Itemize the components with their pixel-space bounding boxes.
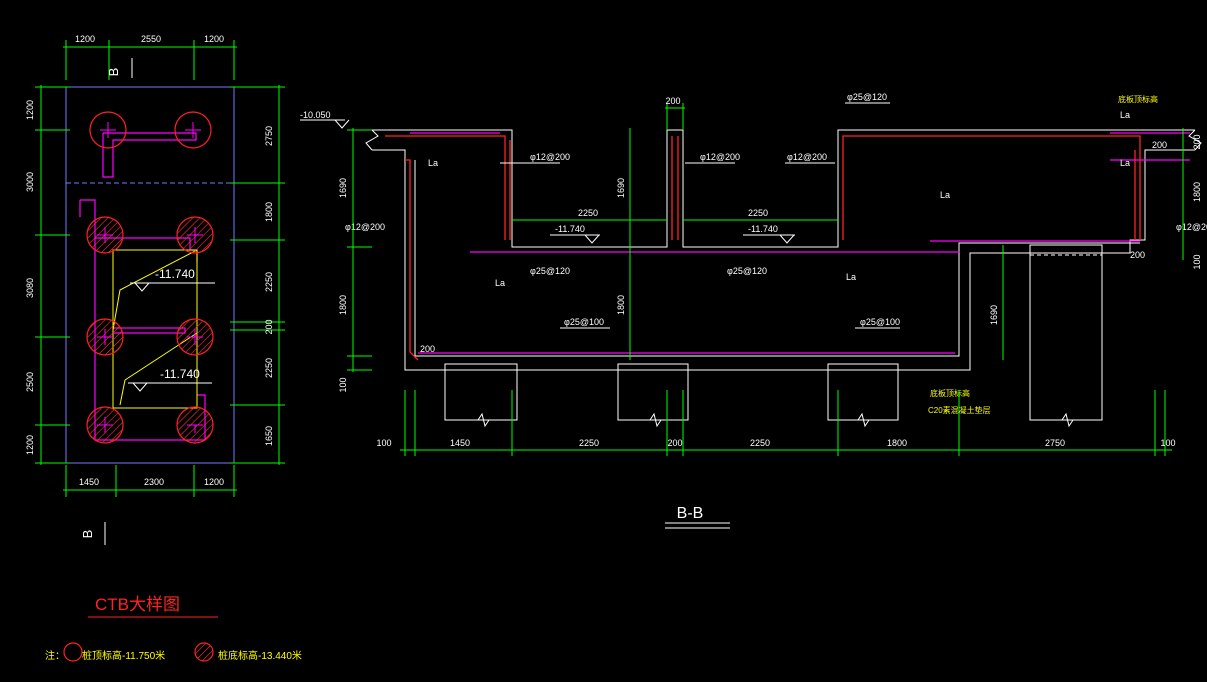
pile-top-icon	[63, 642, 83, 662]
plan-right-dim-1: 2750	[264, 126, 274, 146]
section-bottom-dim-4: 200	[667, 438, 682, 448]
section-dim-200-r2: 200	[1152, 140, 1167, 150]
section-bottom-dim-5: 2250	[750, 438, 770, 448]
plan-left-dim-4: 2500	[25, 372, 35, 392]
rebar-label-top: φ25@120	[847, 92, 887, 102]
la-label-1: La	[428, 158, 438, 168]
section-bottom-dim-6: 1800	[887, 438, 907, 448]
section-rebar-red	[385, 135, 1141, 361]
plan-elev-2: -11.740	[160, 367, 200, 381]
plan-top-dim-3: 1200	[204, 34, 224, 44]
section-top-elev: -10.050	[300, 110, 331, 120]
plan-bottom-dimension	[63, 465, 237, 497]
plan-right-dim-6: 1650	[264, 426, 274, 446]
rebar-label-5: φ25@120	[727, 266, 767, 276]
section-dim-200-top: 200	[665, 96, 680, 106]
plan-top-dim-2: 2550	[141, 34, 161, 44]
plan-bottom-dim-1: 1450	[79, 477, 99, 487]
section-elev-2: -11.740	[748, 224, 778, 234]
section-inner-dims	[512, 103, 838, 221]
section-right-vdim-1: 1690	[989, 305, 999, 325]
section-title: B-B	[677, 505, 704, 522]
note-top-right: 底板顶标高	[1118, 94, 1158, 104]
plan-bottom-dim-2: 2300	[144, 477, 164, 487]
section-mark-top: B	[106, 68, 121, 77]
legend-note-prefix: 注：	[45, 649, 65, 662]
section-inner-dim-b: 2250	[748, 208, 768, 218]
rebar-label-left: φ12@200	[345, 222, 385, 232]
plan-left-dim-5: 1200	[25, 435, 35, 455]
rebar-label-1: φ12@200	[530, 152, 570, 162]
la-label-2: La	[495, 278, 505, 288]
section-rebar-magenta	[410, 132, 1190, 354]
plan-right-dimension	[230, 85, 285, 465]
section-mid-vdim-1: 1690	[616, 178, 626, 198]
rebar-label-6: φ25@100	[564, 317, 604, 327]
section-bottom-dim-3: 2250	[579, 438, 599, 448]
section-dim-200-bl: 200	[420, 344, 435, 354]
la-label-4: La	[940, 190, 950, 200]
rebar-label-3: φ12@200	[787, 152, 827, 162]
section-dim-200-r: 200	[1130, 250, 1145, 260]
plan-boundary	[65, 86, 235, 464]
plan-top-dimension	[63, 40, 237, 80]
section-left-vdim-3: 100	[338, 377, 348, 392]
section-bottom-dim-1: 100	[376, 438, 391, 448]
legend-item-2: 桩底标高-13.440米	[218, 649, 302, 662]
plan-bottom-pile-group	[79, 199, 215, 444]
pile-bottom-icon	[194, 642, 214, 662]
section-elev-1: -11.740	[555, 224, 585, 234]
section-far-vdim-1: 200	[1192, 134, 1202, 149]
plan-top-pile-group	[89, 111, 212, 178]
section-left-vdim-2: 1800	[338, 295, 348, 315]
plan-bottom-dim-3: 1200	[204, 477, 224, 487]
plan-view: 1200 2550 1200 B	[25, 34, 285, 545]
plan-left-dim-2: 3000	[25, 172, 35, 192]
section-bottom-dimension	[400, 390, 1172, 456]
section-concrete-outline	[365, 129, 1202, 428]
section-mid-vdim-2: 1800	[616, 295, 626, 315]
section-far-vdim-3: 100	[1192, 254, 1202, 269]
la-label-6: La	[1120, 158, 1130, 168]
section-inner-dim-a: 2250	[578, 208, 598, 218]
legend: CTB大样图 注： 桩顶标高-11.750米 桩底标高-13.440米	[45, 595, 302, 662]
legend-item-1: 桩顶标高-11.750米	[82, 649, 165, 662]
la-label-5: La	[1120, 110, 1130, 120]
section-bottom-dim-8: 100	[1160, 438, 1175, 448]
rebar-label-4: φ25@120	[530, 266, 570, 276]
plan-left-dim-1: 1200	[25, 100, 35, 120]
section-left-vdim-1: 1690	[338, 178, 348, 198]
la-label-3: La	[846, 272, 856, 282]
plan-top-dim-1: 1200	[75, 34, 95, 44]
plan-left-dim-3: 3080	[25, 278, 35, 298]
plan-right-dim-4: 200	[264, 319, 274, 334]
plan-elev-1: -11.740	[155, 267, 195, 281]
section-mark-bottom: B	[80, 530, 95, 539]
section-bottom-dim-2: 1450	[450, 438, 470, 448]
plan-right-dim-5: 2250	[264, 358, 274, 378]
rebar-label-7: φ25@100	[860, 317, 900, 327]
section-far-vdim-2: 1800	[1192, 182, 1202, 202]
plan-right-dim-2: 1800	[264, 202, 274, 222]
section-bottom-dim-7: 2750	[1045, 438, 1065, 448]
section-view: -10.050	[300, 92, 1207, 529]
plan-left-dimension	[35, 85, 70, 465]
rebar-label-right: φ12@200	[1176, 222, 1207, 232]
plan-right-dim-3: 2250	[264, 272, 274, 292]
note-mid-right-1: 底板顶标高	[930, 388, 970, 398]
rebar-label-2: φ12@200	[700, 152, 740, 162]
legend-title: CTB大样图	[95, 595, 180, 614]
